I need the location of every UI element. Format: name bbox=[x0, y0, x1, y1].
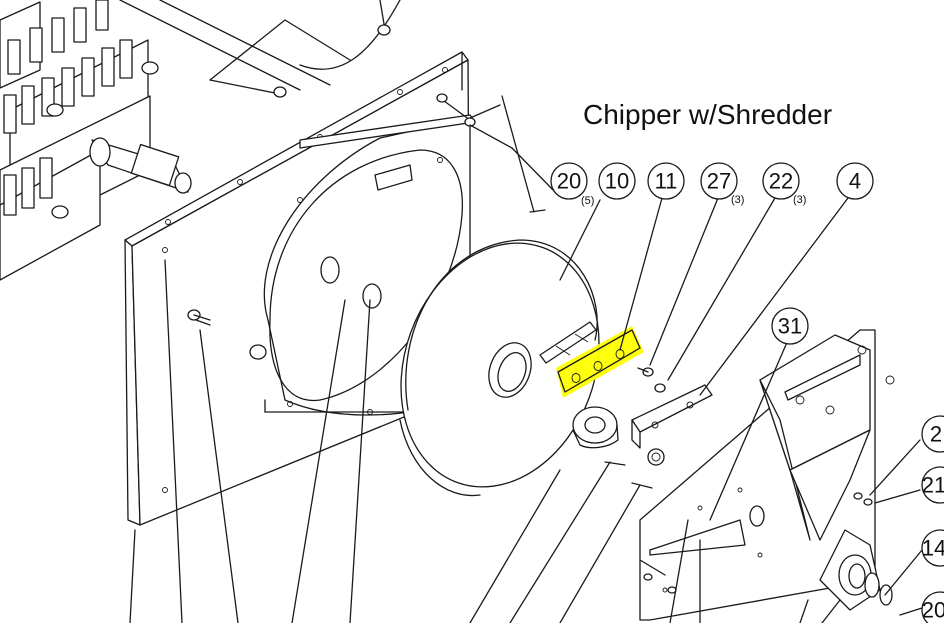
svg-text:14: 14 bbox=[922, 536, 944, 561]
chipper-disc bbox=[399, 239, 600, 497]
svg-text:31: 31 bbox=[778, 314, 802, 339]
knife-blade bbox=[557, 329, 641, 393]
svg-text:11: 11 bbox=[655, 169, 678, 194]
callout-2: 2 bbox=[921, 415, 944, 453]
callout-4: 4 bbox=[836, 162, 874, 200]
callout-21: 21 bbox=[921, 466, 944, 504]
callout-14: 14 bbox=[921, 529, 944, 567]
svg-text:(5): (5) bbox=[581, 195, 594, 207]
svg-text:22: 22 bbox=[769, 169, 793, 194]
knife-bar bbox=[539, 321, 597, 364]
hammer-assembly bbox=[0, 0, 192, 281]
callout-11: 11 bbox=[647, 162, 685, 200]
diagram-title: Chipper w/Shredder bbox=[583, 99, 832, 130]
bolts-27-22 bbox=[637, 367, 666, 393]
svg-text:(3): (3) bbox=[731, 194, 744, 206]
hub bbox=[572, 406, 665, 489]
svg-text:4: 4 bbox=[849, 169, 861, 194]
callout-20-bottom: 20 bbox=[921, 591, 944, 623]
callout-31: 31 bbox=[771, 307, 809, 345]
svg-text:20: 20 bbox=[922, 598, 944, 623]
leader-lines bbox=[129, 95, 923, 623]
svg-text:20: 20 bbox=[557, 169, 581, 194]
svg-text:21: 21 bbox=[922, 473, 944, 498]
chute-panel bbox=[639, 329, 895, 621]
callout-22-qty3: 22 (3) bbox=[762, 162, 806, 206]
upper-hopper bbox=[119, 0, 401, 98]
svg-text:10: 10 bbox=[605, 169, 629, 194]
callout-20-qty5: 20 (5) bbox=[550, 162, 594, 207]
svg-text:(3): (3) bbox=[793, 194, 806, 206]
left-bolts bbox=[187, 309, 211, 326]
counter-knife-plate bbox=[631, 384, 713, 449]
callout-27-qty3: 27 (3) bbox=[700, 162, 744, 206]
svg-text:2: 2 bbox=[930, 422, 942, 447]
svg-text:27: 27 bbox=[707, 169, 731, 194]
callout-10: 10 bbox=[598, 162, 636, 200]
